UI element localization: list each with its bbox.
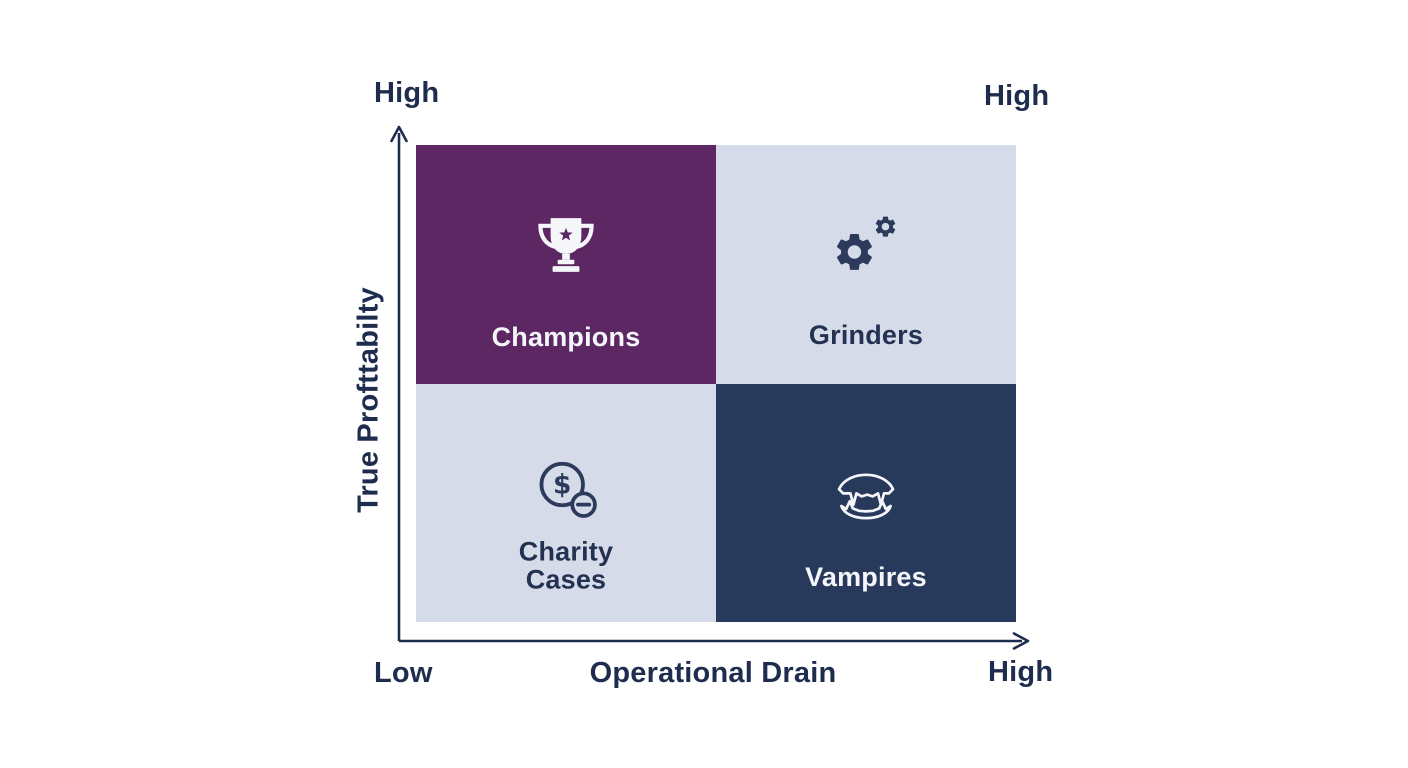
x-axis-low-label: Low (374, 657, 433, 689)
quadrant-label: Charity Cases (518, 536, 614, 595)
x-axis-arrow-icon (1012, 632, 1030, 650)
quadrant-champions: Champions (416, 145, 716, 384)
trophy-icon (538, 218, 594, 272)
x-axis-high-label: High (988, 656, 1054, 688)
y-axis-high-label: High (374, 77, 440, 109)
quadrant-label: Champions (491, 321, 641, 352)
quadrant-vampires: Vampires (716, 384, 1016, 622)
quadrant-charity-cases: $ Charity Cases (416, 384, 716, 622)
top-right-high-label: High (984, 80, 1050, 112)
quadrant-label: Grinders (808, 319, 924, 350)
x-axis-title: Operational Drain (589, 657, 837, 689)
gears-icon (836, 216, 896, 270)
quadrant-label: Vampires (805, 561, 927, 592)
y-axis-arrow-icon (390, 125, 408, 143)
dollar-minus-icon: $ (539, 461, 597, 518)
vampire-fangs-icon (837, 473, 895, 520)
quadrant-matrix: Champions Grinders $ Charity Cases (416, 145, 1016, 622)
svg-text:$: $ (553, 469, 571, 500)
y-axis-title: True Profttabilty (352, 287, 385, 513)
quadrant-grinders: Grinders (716, 145, 1016, 384)
